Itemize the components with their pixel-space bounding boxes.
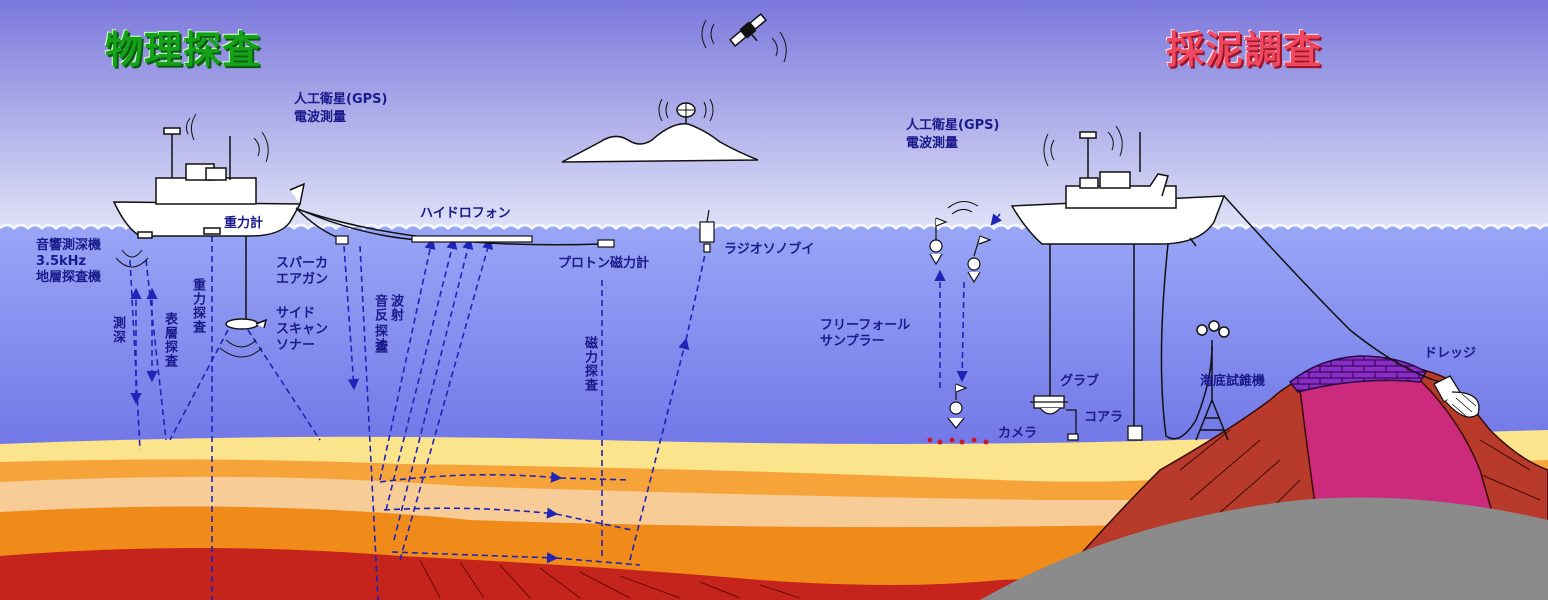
label-echo-sounder-3: 地層探査機	[36, 270, 102, 285]
bedrock	[980, 497, 1548, 600]
label-grab: グラブ	[1060, 374, 1100, 389]
left-gps-signal-icon	[185, 113, 269, 163]
label-sparker-1: スパーカ	[276, 256, 329, 271]
island	[561, 123, 759, 163]
label-seismic-1: 音反	[372, 294, 387, 322]
label-sparker-2: エアガン	[276, 272, 329, 287]
label-seismic-3: 探法	[372, 324, 387, 352]
seabed-samples	[927, 437, 989, 445]
label-penetrometer: 海底試錐機	[1200, 374, 1266, 389]
sky	[0, 0, 1548, 228]
camera-icon	[1066, 409, 1079, 441]
grab-sampler-icon	[1030, 395, 1068, 415]
label-gravimeter: 重力計	[224, 216, 264, 231]
label-radio-sonobuoy: ラジオソノブイ	[724, 242, 815, 257]
label-gps-left-2: 電波測量	[294, 110, 347, 125]
label-sidescan-1: サイド	[276, 306, 316, 321]
dredge-icon	[1433, 375, 1480, 418]
penetrometer-icon	[1195, 320, 1230, 441]
freefall-sampler-icon	[929, 217, 992, 429]
label-sidescan-2: スキャン	[276, 322, 329, 337]
radar-dome-icon	[658, 98, 714, 124]
freefall-signal-icon	[947, 201, 979, 215]
title-physical-survey: 物理探査	[105, 28, 262, 72]
crust-texture	[419, 559, 801, 599]
label-seismic-4: 査	[372, 340, 387, 354]
label-echo-sounder-1: 音響測深機	[36, 238, 102, 253]
seamount-cap	[1288, 355, 1428, 393]
hydrophone-streamer	[411, 235, 533, 243]
satellite-signal-icon	[701, 19, 787, 63]
label-proton-magnetometer: プロトン磁力計	[558, 256, 650, 271]
survey-paths	[129, 213, 1002, 600]
label-gravity-survey: 重力探査	[190, 278, 205, 334]
label-gps-left-1: 人工衛星(GPS)	[294, 92, 388, 107]
right-sampling-vessel	[1010, 131, 1226, 247]
label-freefall-1: フリーフォール	[820, 318, 911, 333]
label-sounding: 測深	[110, 316, 125, 344]
title-seabed-sampling: 採泥調査	[1166, 28, 1323, 72]
airgun-unit	[335, 235, 349, 245]
label-echo-sounder-2: 3.5kHz	[36, 254, 87, 269]
corer-icon	[1127, 425, 1143, 441]
label-dredge: ドレッジ	[1424, 346, 1477, 361]
right-gps-signal-icon	[1043, 125, 1123, 167]
label-magnetic-survey: 磁力探査	[582, 336, 597, 392]
label-sidescan-3: ソナー	[276, 338, 316, 353]
radio-buoy-icon	[699, 209, 715, 253]
label-hydrophone: ハイドロフォン	[420, 206, 511, 221]
label-seismic-2: 波射	[388, 294, 403, 322]
winch-cables	[1049, 195, 1441, 440]
label-freefall-2: サンプラー	[820, 334, 885, 349]
satellite-icon	[729, 13, 767, 47]
left-survey-vessel	[112, 127, 306, 330]
label-camera: カメラ	[998, 426, 1038, 441]
label-surface-layer: 表層探査	[162, 312, 177, 368]
echo-sound-waves	[115, 249, 263, 358]
label-gps-right-2: 電波測量	[906, 136, 959, 151]
label-corer: コアラ	[1084, 410, 1124, 425]
label-gps-right-1: 人工衛星(GPS)	[906, 118, 1000, 133]
proton-magnetometer	[597, 239, 615, 248]
